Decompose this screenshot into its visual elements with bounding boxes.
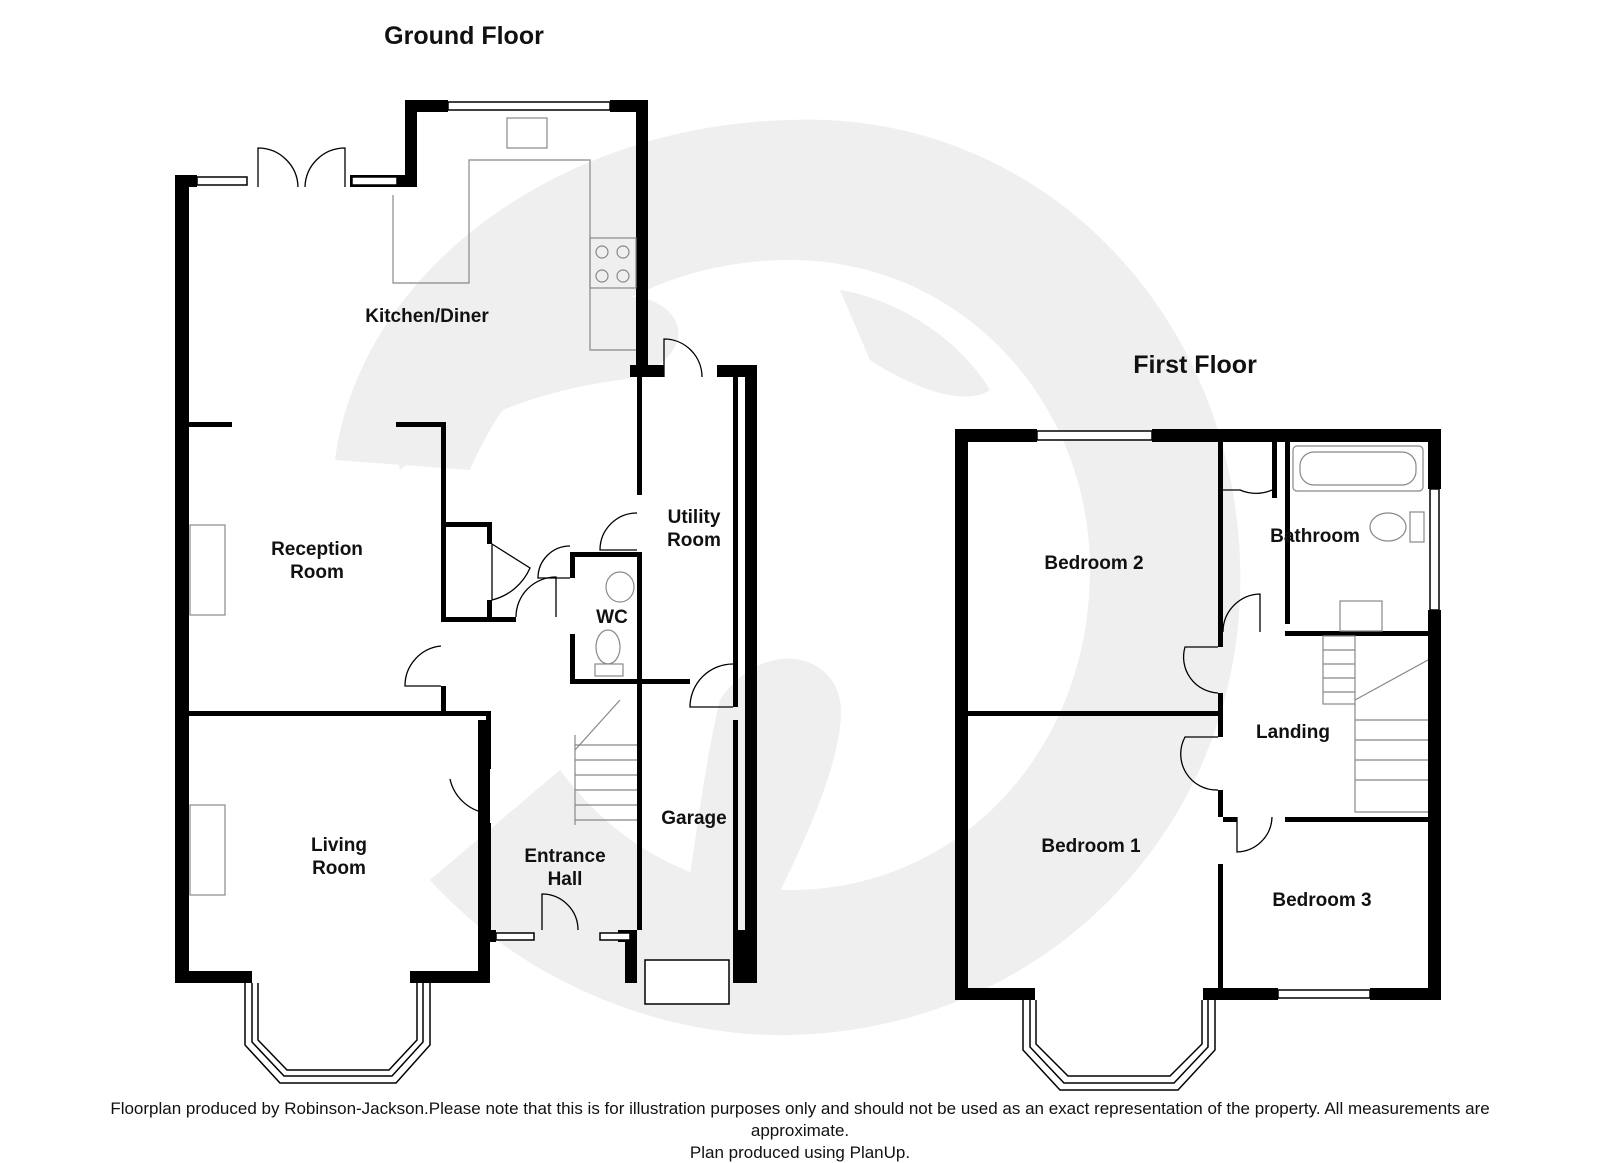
- room-label-kitchen-diner: Kitchen/Diner: [365, 306, 489, 327]
- first-floor-windows: [1036, 430, 1440, 999]
- room-label-reception-room-line1: Reception: [271, 539, 363, 560]
- room-label-garage: Garage: [661, 808, 726, 829]
- room-label-bedroom-1: Bedroom 1: [1041, 836, 1141, 857]
- ground-floor-title: Ground Floor: [384, 22, 544, 50]
- ground-floor-bay-window: [244, 983, 431, 1084]
- room-label-entrance-hall-line2: Hall: [548, 869, 583, 890]
- ground-floor-windows: [196, 101, 730, 1005]
- room-label-utility-room-line1: Utility: [668, 507, 721, 528]
- room-label-reception-room-line2: Room: [290, 562, 344, 583]
- footer-line-2: approximate.: [750, 1120, 850, 1140]
- ground-floor-stairs: [574, 699, 637, 825]
- room-label-bathroom: Bathroom: [1270, 526, 1360, 547]
- room-label-bedroom-2: Bedroom 2: [1044, 553, 1143, 574]
- watermark-logo: [335, 119, 1241, 1036]
- ground-floor-doors: [257, 147, 734, 931]
- room-label-landing: Landing: [1256, 722, 1330, 743]
- first-floor-plan: [955, 429, 1441, 1091]
- first-floor-doors: [1180, 489, 1273, 853]
- first-floor-internal-walls: [968, 442, 1441, 988]
- footer-line-1: Floorplan produced by Robinson-Jackson.P…: [110, 1099, 1490, 1118]
- room-label-living-room-line2: Room: [312, 858, 366, 879]
- ground-floor-walls: [175, 100, 757, 983]
- first-floor-title: First Floor: [1133, 351, 1257, 379]
- bathroom-fixtures: [1292, 445, 1425, 632]
- first-floor-stairs: [1322, 635, 1429, 813]
- ground-floor-plan: [175, 100, 757, 1084]
- ground-floor-internal-walls: [189, 377, 738, 933]
- first-floor-walls: [955, 429, 1441, 1000]
- footer-disclaimer: Floorplan produced by Robinson-Jackson.P…: [20, 1098, 1580, 1163]
- room-label-living-room-line1: Living: [311, 835, 367, 856]
- footer-line-3: Plan produced using PlanUp.: [689, 1142, 911, 1162]
- room-label-wc: WC: [596, 607, 628, 628]
- room-label-entrance-hall-line1: Entrance: [524, 846, 605, 867]
- kitchen-fixtures: [189, 117, 637, 896]
- room-label-bedroom-3: Bedroom 3: [1272, 890, 1371, 911]
- room-label-utility-room-line2: Room: [667, 530, 721, 551]
- first-floor-bay-window: [1022, 1000, 1216, 1091]
